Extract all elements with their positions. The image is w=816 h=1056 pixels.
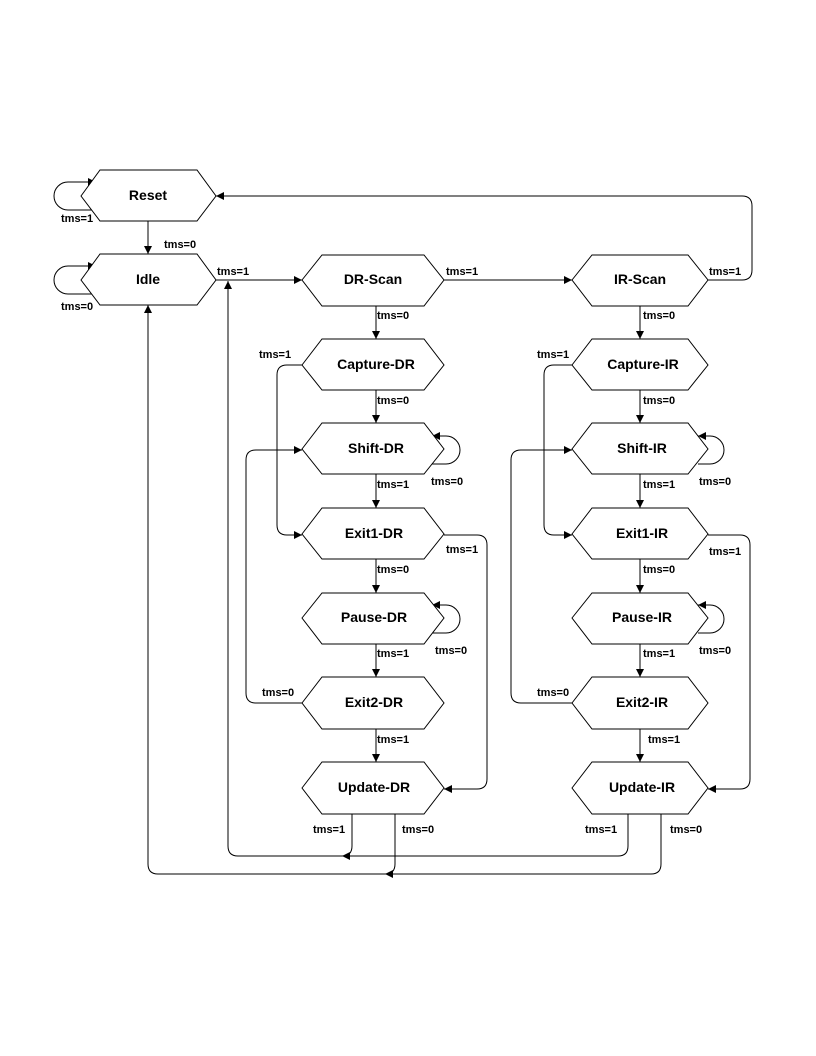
state-label-update-dr: Update-DR [338, 779, 410, 795]
state-label-capture-ir: Capture-IR [607, 356, 679, 372]
state-label-exit1-dr: Exit1-DR [345, 525, 403, 541]
label-ir-scan-to-reset: tms=1 [709, 266, 741, 278]
state-label-shift-ir: Shift-IR [617, 440, 667, 456]
state-label-shift-dr: Shift-DR [348, 440, 404, 456]
state-pause-ir: Pause-IR [571, 592, 709, 645]
edge-idle-self [53, 262, 96, 295]
state-shift-ir: Shift-IR [571, 422, 709, 475]
label-update-ir-to-idle: tms=0 [670, 824, 702, 836]
label-shift-ir-self: tms=0 [699, 476, 731, 488]
label-exit1-ir-to-update-ir: tms=1 [709, 546, 741, 558]
state-update-ir: Update-IR [571, 761, 709, 815]
state-update-dr: Update-DR [301, 761, 445, 815]
edge-update-dr-to-dr-scan [224, 281, 353, 857]
state-label-pause-ir: Pause-IR [612, 609, 672, 625]
label-exit1-ir-to-pause-ir: tms=0 [643, 564, 675, 576]
label-update-ir-to-dr-scan: tms=1 [585, 824, 617, 836]
label-exit1-dr-to-pause-dr: tms=0 [377, 564, 409, 576]
label-pause-dr-to-exit2-dr: tms=1 [377, 648, 409, 660]
label-shift-dr-self: tms=0 [431, 476, 463, 488]
edge-update-ir-to-idle [385, 814, 662, 878]
state-pause-dr: Pause-DR [301, 592, 445, 645]
label-exit2-dr-to-shift-dr: tms=0 [262, 687, 294, 699]
label-ir-scan-to-capture-ir: tms=0 [643, 310, 675, 322]
state-shift-dr: Shift-DR [301, 422, 445, 475]
state-label-reset: Reset [129, 187, 167, 203]
state-exit2-dr: Exit2-DR [301, 676, 445, 730]
state-label-ir-scan: IR-Scan [614, 271, 666, 287]
state-reset: Reset [80, 169, 217, 222]
edge-shift-dr-self [430, 432, 461, 465]
label-exit2-dr-to-update-dr: tms=1 [377, 734, 409, 746]
edge-pause-dr-self [430, 601, 461, 634]
edge-exit1-ir-to-update-ir [708, 534, 751, 793]
label-pause-dr-self: tms=0 [435, 645, 467, 657]
state-label-exit2-dr: Exit2-DR [345, 694, 403, 710]
label-capture-dr-to-exit1-dr: tms=1 [259, 349, 291, 361]
edge-update-ir-to-dr-scan [342, 814, 629, 860]
state-label-idle: Idle [136, 271, 160, 287]
edge-reset-self [53, 178, 96, 211]
edge-exit2-ir-to-shift-ir [510, 446, 572, 704]
label-capture-ir-to-exit1-ir: tms=1 [537, 349, 569, 361]
label-exit2-ir-to-shift-ir: tms=0 [537, 687, 569, 699]
state-label-exit2-ir: Exit2-IR [616, 694, 668, 710]
label-idle-self: tms=0 [61, 301, 93, 313]
state-label-exit1-ir: Exit1-IR [616, 525, 668, 541]
label-shift-dr-to-exit1-dr: tms=1 [377, 479, 409, 491]
edge-exit2-dr-to-shift-dr [245, 446, 302, 704]
state-ir-scan: IR-Scan [571, 254, 709, 307]
edge-shift-ir-self [698, 432, 725, 465]
edge-ir-scan-to-reset [216, 192, 753, 281]
label-capture-ir-to-shift-ir: tms=0 [643, 395, 675, 407]
label-update-dr-to-dr-scan: tms=1 [313, 824, 345, 836]
state-exit1-dr: Exit1-DR [301, 507, 445, 560]
label-exit2-ir-to-update-ir: tms=1 [648, 734, 680, 746]
label-pause-ir-self: tms=0 [699, 645, 731, 657]
label-pause-ir-to-exit2-ir: tms=1 [643, 648, 675, 660]
label-reset-self: tms=1 [61, 213, 93, 225]
state-label-pause-dr: Pause-DR [341, 609, 407, 625]
state-idle: Idle [80, 253, 217, 306]
state-exit1-ir: Exit1-IR [571, 507, 709, 560]
state-label-update-ir: Update-IR [609, 779, 675, 795]
state-capture-dr: Capture-DR [301, 338, 445, 391]
label-shift-ir-to-exit1-ir: tms=1 [643, 479, 675, 491]
label-dr-scan-to-capture-dr: tms=0 [377, 310, 409, 322]
label-dr-scan-to-ir-scan: tms=1 [446, 266, 478, 278]
label-idle-to-dr-scan: tms=1 [217, 266, 249, 278]
label-reset-to-idle: tms=0 [164, 239, 196, 251]
label-update-dr-to-idle: tms=0 [402, 824, 434, 836]
label-capture-dr-to-shift-dr: tms=0 [377, 395, 409, 407]
state-label-dr-scan: DR-Scan [344, 271, 402, 287]
edge-exit1-dr-to-update-dr [444, 534, 488, 793]
edge-update-dr-to-idle [144, 305, 396, 875]
state-label-capture-dr: Capture-DR [337, 356, 415, 372]
label-exit1-dr-to-update-dr: tms=1 [446, 544, 478, 556]
state-exit2-ir: Exit2-IR [571, 676, 709, 730]
state-capture-ir: Capture-IR [571, 338, 709, 391]
state-dr-scan: DR-Scan [301, 254, 445, 307]
edge-pause-ir-self [698, 601, 725, 634]
